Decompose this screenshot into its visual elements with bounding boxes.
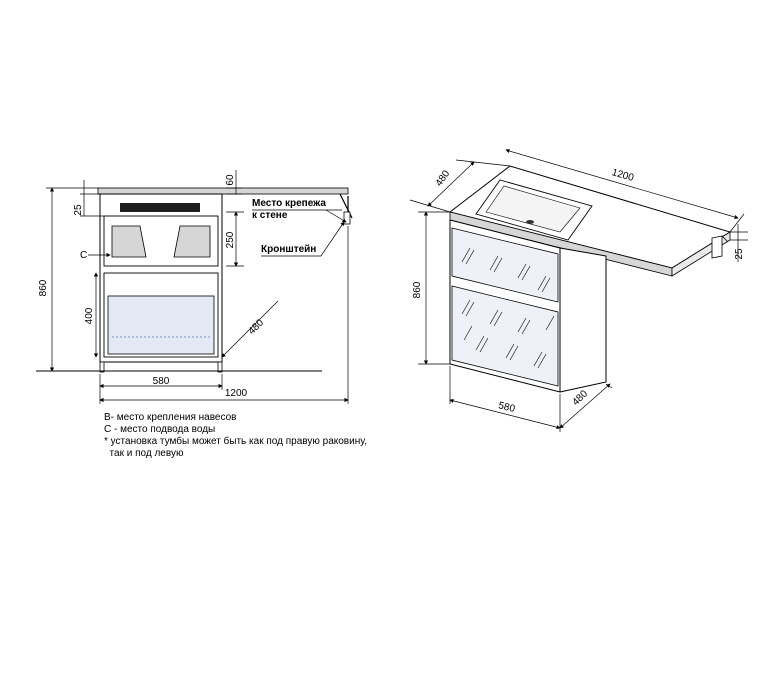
sink-bowl bbox=[120, 203, 200, 212]
iso-dim-height: 860 bbox=[412, 281, 423, 298]
label-bracket: Кронштейн bbox=[261, 244, 316, 255]
dim-top-drawer: 25 bbox=[73, 204, 84, 216]
sink-cutout-right bbox=[173, 225, 211, 258]
iso-cabinet-side bbox=[559, 247, 607, 393]
dim-total-width: 1200 bbox=[225, 388, 248, 399]
iso-wall-bracket bbox=[711, 235, 729, 259]
front-view: 860 25 400 60 250 C 480 580 12 bbox=[36, 170, 353, 404]
iso-dim-depth-bottom: 480 bbox=[570, 388, 590, 408]
leg-right bbox=[217, 361, 223, 373]
note-install: * установка тумбы может быть как под пра… bbox=[104, 435, 367, 447]
dim-cabinet-width: 580 bbox=[153, 376, 170, 387]
isometric-view: 480 1200 25 860 580 480 bbox=[409, 148, 748, 432]
countertop bbox=[97, 187, 349, 195]
note-b: B- место крепления навесов bbox=[104, 412, 236, 423]
dim-top-thickness: 60 bbox=[225, 174, 236, 186]
notes: B- место крепления навесов C - место под… bbox=[104, 412, 367, 459]
note-install-cont: так и под левую bbox=[104, 448, 184, 459]
note-c: C - место подвода воды bbox=[104, 424, 215, 435]
label-wall-mount-line2: к стене bbox=[252, 210, 288, 221]
iso-dim-top-thickness: 25 bbox=[734, 248, 745, 260]
iso-dim-width-bottom: 580 bbox=[497, 400, 516, 415]
sink-cutout-left bbox=[111, 225, 147, 258]
label-c: C bbox=[80, 250, 87, 261]
iso-lower-drawer bbox=[451, 285, 559, 387]
leg-left bbox=[99, 361, 105, 373]
dim-depth: 480 bbox=[246, 317, 266, 337]
dim-lower-drawer: 400 bbox=[84, 307, 95, 324]
dim-total-height: 860 bbox=[38, 279, 49, 296]
lower-drawer-panel bbox=[107, 295, 215, 355]
wall-bracket bbox=[339, 193, 353, 225]
iso-upper-drawer bbox=[451, 227, 559, 303]
dim-bracket-height: 250 bbox=[225, 231, 236, 248]
label-wall-mount-line1: Место крепежа bbox=[252, 198, 326, 209]
